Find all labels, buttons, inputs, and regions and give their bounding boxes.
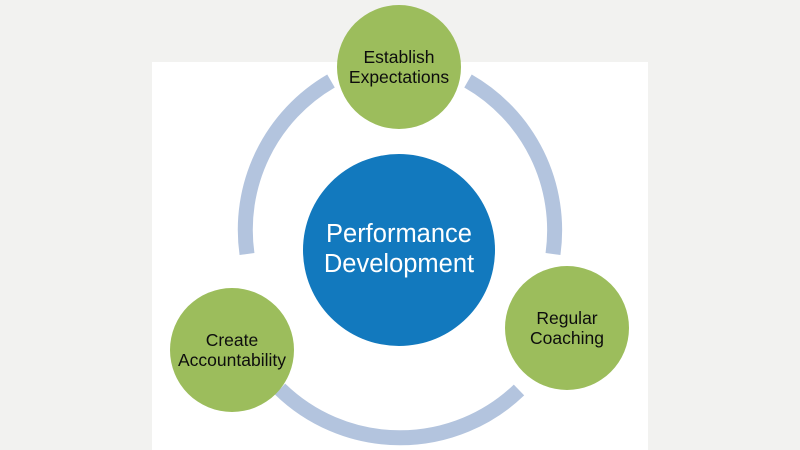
node-create-accountability-label: Create Accountability xyxy=(178,329,286,370)
node-create-accountability[interactable]: Create Accountability xyxy=(170,288,294,412)
node-establish-expectations-label: Establish Expectations xyxy=(348,46,450,87)
node-regular-coaching[interactable]: Regular Coaching xyxy=(505,266,629,390)
node-establish-expectations[interactable]: Establish Expectations xyxy=(337,5,461,129)
node-performance-development[interactable]: Performance Development xyxy=(303,154,495,346)
node-regular-coaching-label: Regular Coaching xyxy=(530,307,604,348)
arc-create-to-establish xyxy=(237,74,335,256)
arc-establish-to-regular xyxy=(464,74,563,256)
arc-regular-to-create xyxy=(274,383,525,446)
node-performance-development-label: Performance Development xyxy=(323,220,475,278)
